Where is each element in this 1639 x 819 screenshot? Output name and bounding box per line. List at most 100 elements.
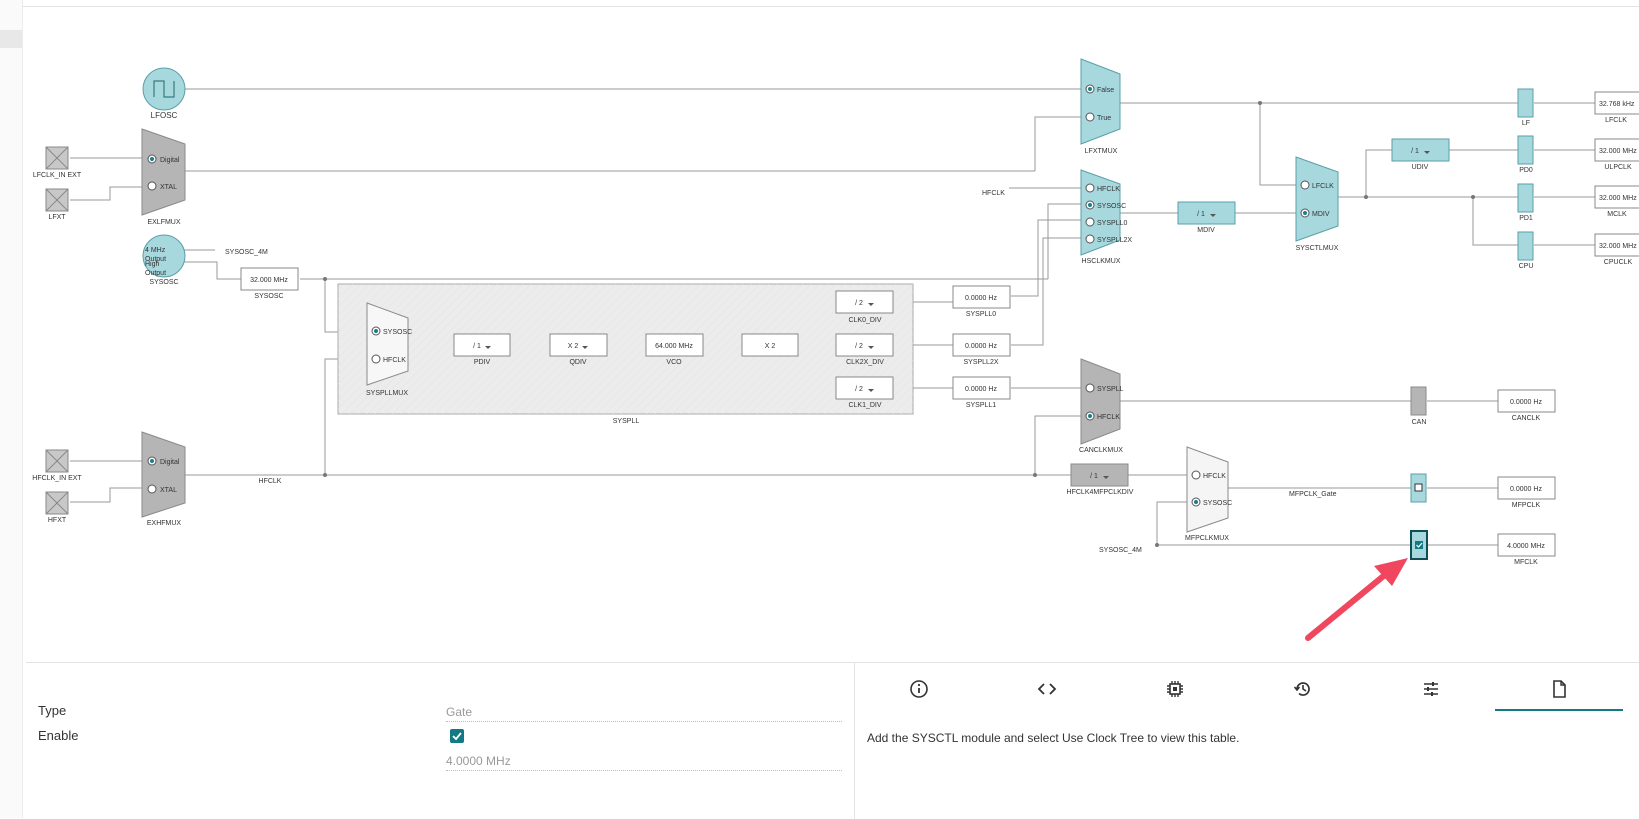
properties-panel: Type Gate Enable 4.0000 MHz xyxy=(26,662,854,819)
details-tabbar xyxy=(855,663,1639,711)
vco-box[interactable]: 64.000 MHz VCO xyxy=(645,333,704,366)
exlfmux[interactable]: Digital XTAL EXLFMUX xyxy=(141,128,186,226)
pdiv-dropdown[interactable]: / 1 PDIV xyxy=(453,333,511,366)
tab-history[interactable] xyxy=(1239,669,1367,709)
syspll0-output[interactable]: 0.0000 Hz SYSPLL0 xyxy=(952,285,1011,318)
check-icon xyxy=(452,732,462,741)
canclk-output[interactable]: 0.0000 Hz CANCLK xyxy=(1497,389,1556,422)
tab-info[interactable] xyxy=(855,669,983,709)
code-icon xyxy=(1037,683,1057,695)
mfpclk-gate[interactable] xyxy=(1410,473,1427,503)
hfclk4mfpclkdiv-label: HFCLK4MFPCLKDIV xyxy=(1067,489,1134,496)
mclk-label: MCLK xyxy=(1607,211,1627,218)
details-message: Add the SYSCTL module and select Use Clo… xyxy=(867,731,1240,745)
annotation-arrow xyxy=(1305,558,1408,641)
tab-settings[interactable] xyxy=(1367,669,1495,709)
sysosc-source[interactable]: 4 MHz Output High Output SYSOSC xyxy=(142,234,186,286)
hfclk4mfpclkdiv-caret-icon xyxy=(1103,476,1109,479)
mdiv-dropdown[interactable]: / 1 MDIV xyxy=(1177,201,1236,234)
tab-code[interactable] xyxy=(983,669,1111,709)
x2-multiplier[interactable]: X 2 xyxy=(741,333,799,357)
qdiv-label: QDIV xyxy=(569,359,586,366)
canclk-value: 0.0000 Hz xyxy=(1510,399,1542,406)
gate-can-label: CAN xyxy=(1412,419,1427,426)
mclk-output[interactable]: 32.000 MHz MCLK xyxy=(1594,185,1639,218)
sysosc-text-1: 4 MHz xyxy=(145,247,166,254)
cpuclk-output[interactable]: 32.000 MHz CPUCLK xyxy=(1594,233,1639,266)
qdiv-dropdown[interactable]: X 2 QDIV xyxy=(549,333,608,366)
syspll1-label: SYSPLL1 xyxy=(966,402,996,409)
mdiv-caret-icon xyxy=(1210,214,1216,217)
udiv-dropdown[interactable]: / 1 UDIV xyxy=(1391,138,1450,171)
lfclk-in-ext-label: LFCLK_IN EXT xyxy=(33,172,82,179)
sysctlmux-opt-lfclk: LFCLK xyxy=(1312,183,1334,190)
clk2x-div-label: CLK2X_DIV xyxy=(846,359,884,366)
lfclk-output[interactable]: 32.768 kHz LFCLK xyxy=(1594,91,1639,124)
sysosc-freq-value: 32.000 MHz xyxy=(250,277,288,284)
mfclk-label: MFCLK xyxy=(1514,559,1538,566)
sysosc-label: SYSOSC xyxy=(149,279,178,286)
syspll2x-output[interactable]: 0.0000 Hz SYSPLL2X xyxy=(952,333,1011,366)
syspll1-output[interactable]: 0.0000 Hz SYSPLL1 xyxy=(952,376,1011,409)
clk1-div-dropdown[interactable]: / 2 CLK1_DIV xyxy=(835,376,894,409)
exlfmux-opt-xtal: XTAL xyxy=(160,184,177,191)
history-icon xyxy=(1293,682,1310,696)
lfxtmux-label: LFXTMUX xyxy=(1085,148,1118,155)
hsclkmux-opt-syspll2x: SYSPLL2X xyxy=(1097,237,1132,244)
hfclk4mfpclkdiv-value: / 1 xyxy=(1090,473,1098,480)
mfclk-gate[interactable] xyxy=(1410,530,1428,560)
lfxtmux[interactable]: False True LFXTMUX xyxy=(1080,58,1121,155)
clk2x-div-dropdown[interactable]: / 2 CLK2X_DIV xyxy=(835,333,894,366)
hsclkmux-opt-sysosc: SYSOSC xyxy=(1097,203,1126,210)
hsclkmux-opt-hfclk: HFCLK xyxy=(1097,186,1120,193)
mfpclk-value: 0.0000 Hz xyxy=(1510,486,1542,493)
gate-cpu-label: CPU xyxy=(1519,263,1534,270)
exhfmux-opt-xtal: XTAL xyxy=(160,487,177,494)
mfclk-output[interactable]: 4.0000 MHz MFCLK xyxy=(1497,533,1556,566)
syspllmux-label: SYSPLLMUX xyxy=(366,390,408,397)
clk0-div-value: / 2 xyxy=(855,300,863,307)
hfxt-label: HFXT xyxy=(48,517,67,524)
clk0-div-dropdown[interactable]: / 2 CLK0_DIV xyxy=(835,290,894,324)
canclkmux-opt-syspll: SYSPLL xyxy=(1097,386,1124,393)
gate-pd1[interactable]: PD1 xyxy=(1517,183,1534,222)
enable-checkbox[interactable] xyxy=(450,729,464,743)
gate-cpu[interactable]: CPU xyxy=(1517,231,1534,270)
exhfmux[interactable]: Digital XTAL EXHFMUX xyxy=(141,431,186,527)
type-value: Gate xyxy=(446,705,842,722)
top-divider xyxy=(22,6,1639,7)
lfosc-source[interactable]: LFOSC xyxy=(142,67,186,120)
type-label: Type xyxy=(38,703,67,718)
gate-pd0[interactable]: PD0 xyxy=(1517,135,1534,174)
hfclk-in-ext-pin[interactable]: HFCLK_IN EXT xyxy=(32,449,82,482)
syspll2x-label: SYSPLL2X xyxy=(963,359,998,366)
sysosc-freq-box[interactable]: 32.000 MHz SYSOSC xyxy=(240,267,299,300)
mdiv-value: / 1 xyxy=(1197,211,1205,218)
hfxt-pin[interactable]: HFXT xyxy=(45,491,69,524)
tab-chip[interactable] xyxy=(1111,669,1239,709)
frequency-value: 4.0000 MHz xyxy=(446,754,842,771)
clk2x-div-caret-icon xyxy=(868,346,874,349)
sysctlmux[interactable]: LFCLK MDIV SYSCTLMUX xyxy=(1295,156,1339,252)
hsclkmux[interactable]: HFCLK SYSOSC SYSPLL0 SYSPLL2X HSCLKMUX xyxy=(1080,169,1132,265)
left-sidebar-strip xyxy=(0,0,23,818)
gate-lf[interactable]: LF xyxy=(1517,88,1534,127)
ulpclk-output[interactable]: 32.000 MHz ULPCLK xyxy=(1594,138,1639,171)
vco-label: VCO xyxy=(666,359,682,366)
syspllmux[interactable]: SYSOSC HFCLK SYSPLLMUX xyxy=(366,302,412,397)
lfxt-pin[interactable]: LFXT xyxy=(45,188,69,221)
tab-file[interactable] xyxy=(1495,669,1623,711)
sysctlmux-opt-mdiv: MDIV xyxy=(1312,211,1330,218)
enable-label: Enable xyxy=(38,728,79,743)
syspll0-value: 0.0000 Hz xyxy=(965,295,997,302)
mfpclkmux[interactable]: HFCLK SYSOSC MFPCLKMUX xyxy=(1185,446,1232,542)
canclkmux[interactable]: SYSPLL HFCLK CANCLKMUX xyxy=(1079,358,1124,454)
gate-can[interactable]: CAN xyxy=(1410,386,1427,426)
pdiv-value: / 1 xyxy=(473,343,481,350)
mfpclk-output[interactable]: 0.0000 Hz MFPCLK xyxy=(1497,476,1556,509)
canclkmux-opt-hfclk: HFCLK xyxy=(1097,414,1120,421)
clk1-div-caret-icon xyxy=(868,389,874,392)
lfclk-in-ext-pin[interactable]: LFCLK_IN EXT xyxy=(33,146,82,179)
syspllmux-opt-sysosc: SYSOSC xyxy=(383,329,412,336)
hfclk4mfpclkdiv-dropdown[interactable]: / 1 HFCLK4MFPCLKDIV xyxy=(1067,463,1134,496)
